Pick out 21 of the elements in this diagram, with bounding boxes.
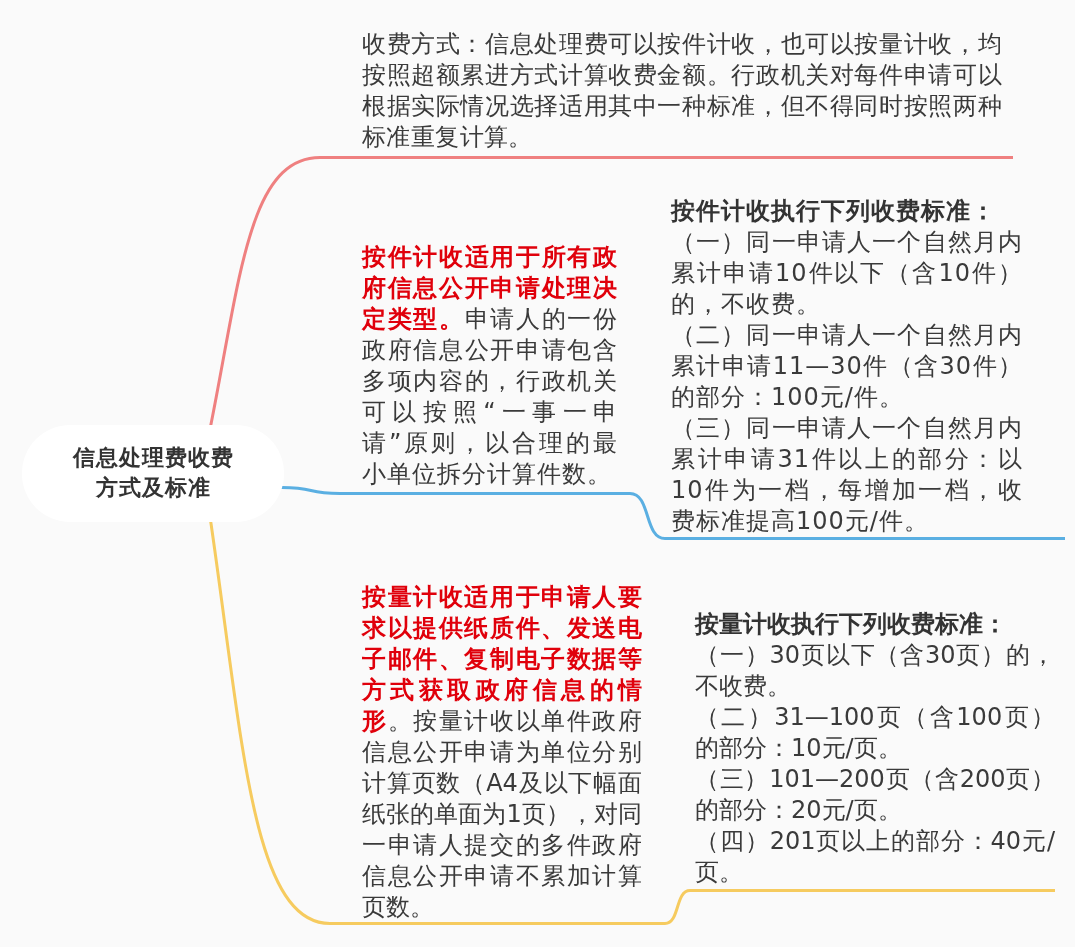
list-heading: 按量计收执行下列收费标准： [695,609,1008,640]
list-item: （三）101—200页（含200页）的部分：20元/页。 [695,764,1055,826]
topic-text: 按件计收适用于所有政府信息公开申请处理决定类型。申请人的一份政府信息公开申请包含多项内容的，行政机关可以按照“一事一申请”原则，以合理的最小单位拆分计算件数。 [362,242,618,490]
list-item: （一）同一申请人一个自然月内累计申请10件以下（含10件）的，不收费。 [671,227,1023,320]
branch-line [209,519,332,925]
topic-text: 收费方式：信息处理费可以按件计收，也可以按量计收，均按照超额累进方式计算收费金额。行政机关对每件申请可以根据实际情况选择适用其中一种标准，但不得同时按照两种标准重复计算。 [362,29,1002,153]
list-item: （四）201页以上的部分：40元/页。 [695,826,1055,888]
topic-text: 按量计收适用于申请人要求以提供纸质件、发送电子邮件、复制电子数据等方式获取政府信息的情形。按量计收以单件政府信息公开申请为单位分别计算页数（A4及以下幅面纸张的单面为1页），对同一申请人提交的多件政府信息公开申请不累加计算页数。 [362,582,642,923]
list-item: （一）30页以下（含30页）的，不收费。 [695,640,1055,702]
underlined-topic [330,582,665,925]
branch-line [663,889,692,925]
list-item: （二）31—100页（含100页）的部分：10元/页。 [695,702,1055,764]
list-item: （二）同一申请人一个自然月内累计申请11—30件（含30件）的部分：100元/件。 [671,320,1023,413]
list-item: （三）同一申请人一个自然月内累计申请31件以上的部分：以10件为一档，每增加一档，收费标准提高100元/件。 [671,413,1023,537]
underlined-topic [690,609,1055,892]
branch-line [280,486,342,495]
branch-line [209,156,322,428]
branch-line [628,492,667,540]
central-topic: 信息处理费收费方式及标准 [22,425,284,522]
list-heading: 按件计收执行下列收费标准： [671,196,997,227]
underlined-topic [665,196,1065,540]
